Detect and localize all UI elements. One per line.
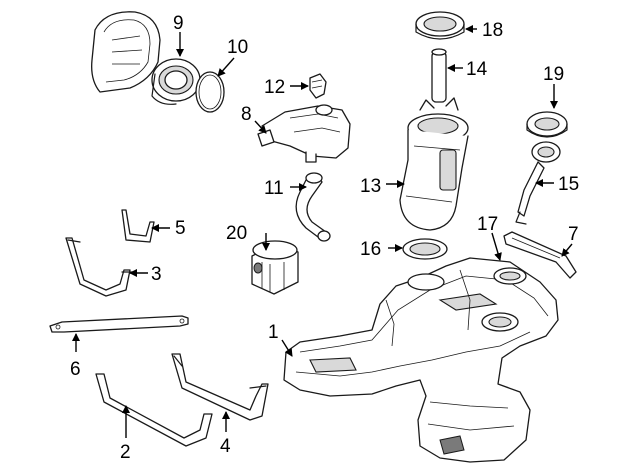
callout-6: 6 <box>70 359 81 380</box>
seal-ring-part <box>402 238 448 260</box>
fuel-pump-module-part <box>399 97 469 231</box>
callout-14: 14 <box>466 59 488 80</box>
connector-part <box>309 73 327 99</box>
callout-12: 12 <box>264 77 285 98</box>
callout-labels: 9 10 12 8 11 20 5 3 6 2 4 1 13 16 17 18 … <box>70 13 579 463</box>
leader-8 <box>254 120 267 134</box>
callout-10: 10 <box>227 37 248 58</box>
callout-11: 11 <box>264 178 284 199</box>
bracket-part <box>503 231 577 279</box>
fuel-filter-part <box>251 240 299 295</box>
callout-17: 17 <box>477 214 498 235</box>
sender-unit-part <box>515 141 561 225</box>
evap-reservoir-part <box>257 104 351 163</box>
cap-part <box>526 111 568 138</box>
tank-strap-3-part <box>65 237 135 297</box>
tank-strap-4-part <box>171 353 269 421</box>
callout-1: 1 <box>268 322 279 343</box>
filler-housing-part <box>151 58 201 105</box>
callout-16: 16 <box>360 239 381 260</box>
fuel-tank-part <box>283 257 559 463</box>
callout-3: 3 <box>151 264 162 285</box>
leader-17 <box>491 232 502 261</box>
callout-5: 5 <box>175 218 186 239</box>
callout-9: 9 <box>173 13 184 34</box>
heat-shield-part <box>91 11 161 93</box>
leader-10 <box>217 57 235 77</box>
callout-8: 8 <box>241 104 252 125</box>
lock-ring-part <box>415 11 465 40</box>
callout-19: 19 <box>543 64 564 85</box>
callout-4: 4 <box>220 436 231 457</box>
small-strap-part <box>121 209 155 243</box>
leader-1 <box>281 339 293 357</box>
level-sensor-tube-part <box>431 48 447 103</box>
leader-lines <box>72 25 573 438</box>
callout-2: 2 <box>120 442 131 463</box>
fuel-hose-part <box>295 172 331 242</box>
callout-18: 18 <box>482 20 503 41</box>
o-ring-part <box>195 71 225 113</box>
tank-strap-2-part <box>95 373 213 447</box>
callout-7: 7 <box>568 224 579 245</box>
callout-13: 13 <box>360 176 381 197</box>
callout-20: 20 <box>226 223 247 244</box>
long-strap-part <box>49 315 189 333</box>
leader-7 <box>561 243 573 257</box>
callout-15: 15 <box>558 174 579 195</box>
